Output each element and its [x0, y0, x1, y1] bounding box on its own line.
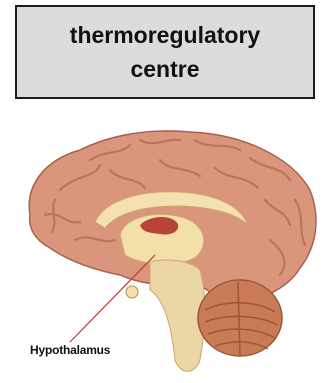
hypothalamus	[126, 286, 138, 298]
title-text: thermoregulatory centre	[45, 18, 285, 86]
brainstem	[150, 260, 205, 371]
hypothalamus-label: Hypothalamus	[30, 343, 110, 357]
title-box: thermoregulatory centre	[15, 5, 315, 99]
